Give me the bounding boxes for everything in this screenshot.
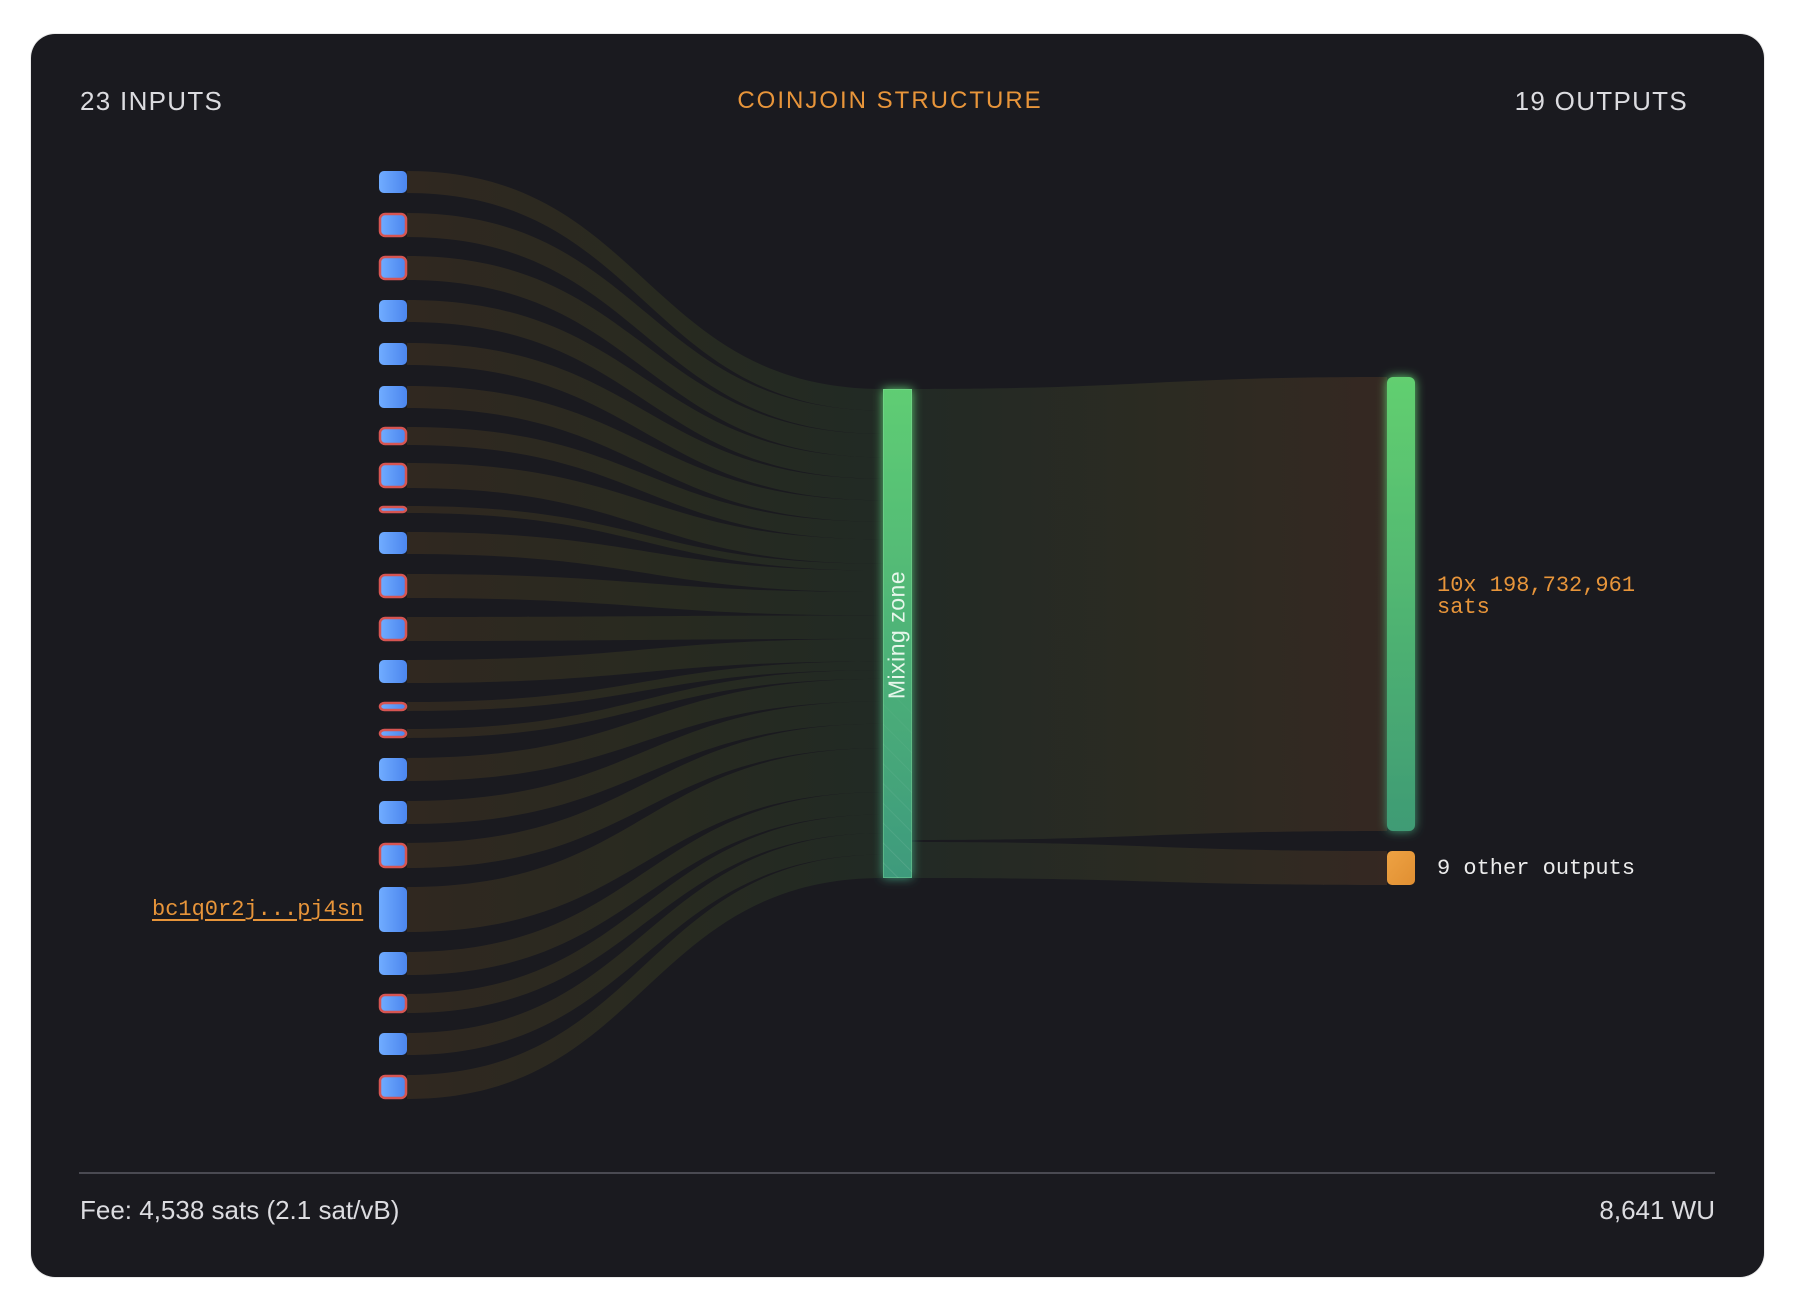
input-node-flagged[interactable] <box>378 212 408 238</box>
input-node[interactable] <box>379 801 407 824</box>
input-node[interactable] <box>379 660 407 683</box>
input-flow <box>407 463 883 564</box>
input-node-flagged[interactable] <box>378 1074 408 1100</box>
fee-info: Fee: 4,538 sats (2.1 sat/vB) <box>80 1195 400 1225</box>
input-node-flagged[interactable] <box>378 616 408 642</box>
input-node-flagged[interactable] <box>378 462 408 489</box>
input-node[interactable] <box>379 1033 407 1055</box>
input-node-flagged[interactable] <box>378 842 408 869</box>
input-node-flagged[interactable] <box>378 505 408 514</box>
input-nodes <box>378 171 408 1100</box>
input-node-flagged[interactable] <box>378 426 408 446</box>
diagram-title: COINJOIN STRUCTURE <box>737 87 1043 114</box>
inputs-count: 23 INPUTS <box>80 86 224 116</box>
input-node-flagged[interactable] <box>378 993 408 1014</box>
input-flow <box>407 532 883 593</box>
input-node-flagged[interactable] <box>378 573 408 599</box>
input-flow <box>407 748 883 932</box>
input-node[interactable] <box>379 758 407 781</box>
input-node-flagged[interactable] <box>378 701 408 712</box>
weight-info: 8,641 WU <box>1599 1195 1715 1225</box>
input-flows <box>407 171 883 1099</box>
input-node[interactable] <box>379 887 407 932</box>
flow-to-equal-outputs <box>912 377 1387 840</box>
input-flow <box>407 701 883 824</box>
output-node-equal[interactable] <box>1387 377 1415 831</box>
equal-outputs-label: 10x 198,732,961 sats <box>1437 575 1635 619</box>
input-flow <box>407 506 883 571</box>
input-node[interactable] <box>379 300 407 322</box>
input-flow <box>407 256 883 458</box>
input-flow <box>407 427 883 540</box>
input-flow <box>407 213 883 434</box>
input-flow <box>407 300 883 479</box>
input-node[interactable] <box>379 952 407 975</box>
input-flow <box>407 814 883 1013</box>
input-flow <box>407 615 883 641</box>
equal-outputs-unit: sats <box>1437 595 1490 620</box>
output-node-other[interactable] <box>1387 851 1415 885</box>
input-node-flagged[interactable] <box>378 255 408 281</box>
input-node[interactable] <box>379 171 407 193</box>
input-flow <box>407 854 883 1099</box>
input-node[interactable] <box>379 532 407 554</box>
input-flow <box>407 386 883 522</box>
input-flow <box>407 670 883 738</box>
input-node[interactable] <box>379 343 407 365</box>
input-flow <box>407 343 883 501</box>
outputs-count: 19 OUTPUTS <box>1514 86 1688 116</box>
input-node-flagged[interactable] <box>378 728 408 739</box>
mixing-zone-label: Mixing zone <box>883 570 910 700</box>
input-flow <box>407 678 883 781</box>
input-flow <box>407 638 883 683</box>
other-outputs-label: 9 other outputs <box>1437 856 1636 881</box>
equal-outputs-amount: 10x 198,732,961 <box>1437 573 1636 598</box>
mixing-zone[interactable] <box>883 389 912 878</box>
input-flow <box>407 661 883 711</box>
footer-divider <box>79 1172 1715 1174</box>
flow-to-other-outputs <box>912 842 1387 885</box>
input-flow <box>407 723 883 868</box>
input-flow <box>407 171 883 411</box>
input-address-link[interactable]: bc1q0r2j...pj4sn <box>152 897 364 922</box>
input-flow <box>407 833 883 1055</box>
input-node[interactable] <box>379 386 407 408</box>
input-flow <box>407 792 883 975</box>
input-flow <box>407 574 883 616</box>
